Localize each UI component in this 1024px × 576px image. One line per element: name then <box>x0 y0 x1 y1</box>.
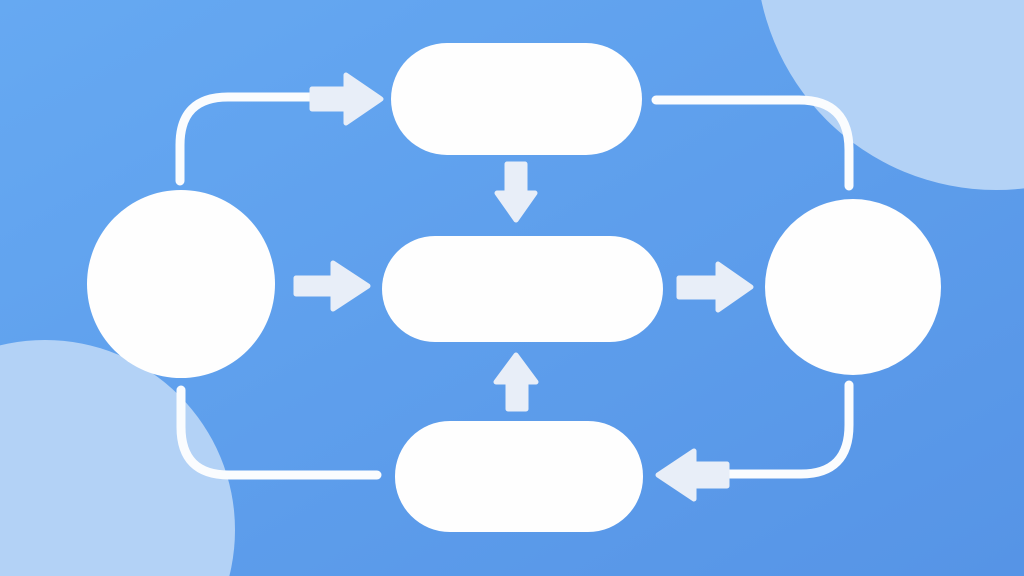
node-right-circle <box>765 199 941 375</box>
connector-top-to-right <box>651 95 854 191</box>
arrow-right-icon-left-to-middle <box>293 260 371 312</box>
node-left-circle <box>87 190 275 378</box>
connector-left-to-bottom <box>176 385 382 480</box>
connector-right-to-bottom <box>721 380 854 479</box>
arrow-right-icon-middle-to-right <box>676 261 754 313</box>
arrow-up-icon-bottom-to-middle <box>493 352 539 412</box>
decorative-circle-top-right <box>761 0 1024 190</box>
node-top-pill <box>391 43 642 155</box>
arrow-left-icon-right-to-bottom <box>655 448 730 502</box>
decorative-circle-bottom-left <box>0 340 235 576</box>
arrow-down-icon-top-to-middle <box>494 161 538 223</box>
node-middle-pill <box>382 236 663 342</box>
node-bottom-pill <box>395 421 643 532</box>
connector-left-to-top <box>175 92 315 186</box>
arrow-right-icon-left-to-top <box>309 72 384 126</box>
